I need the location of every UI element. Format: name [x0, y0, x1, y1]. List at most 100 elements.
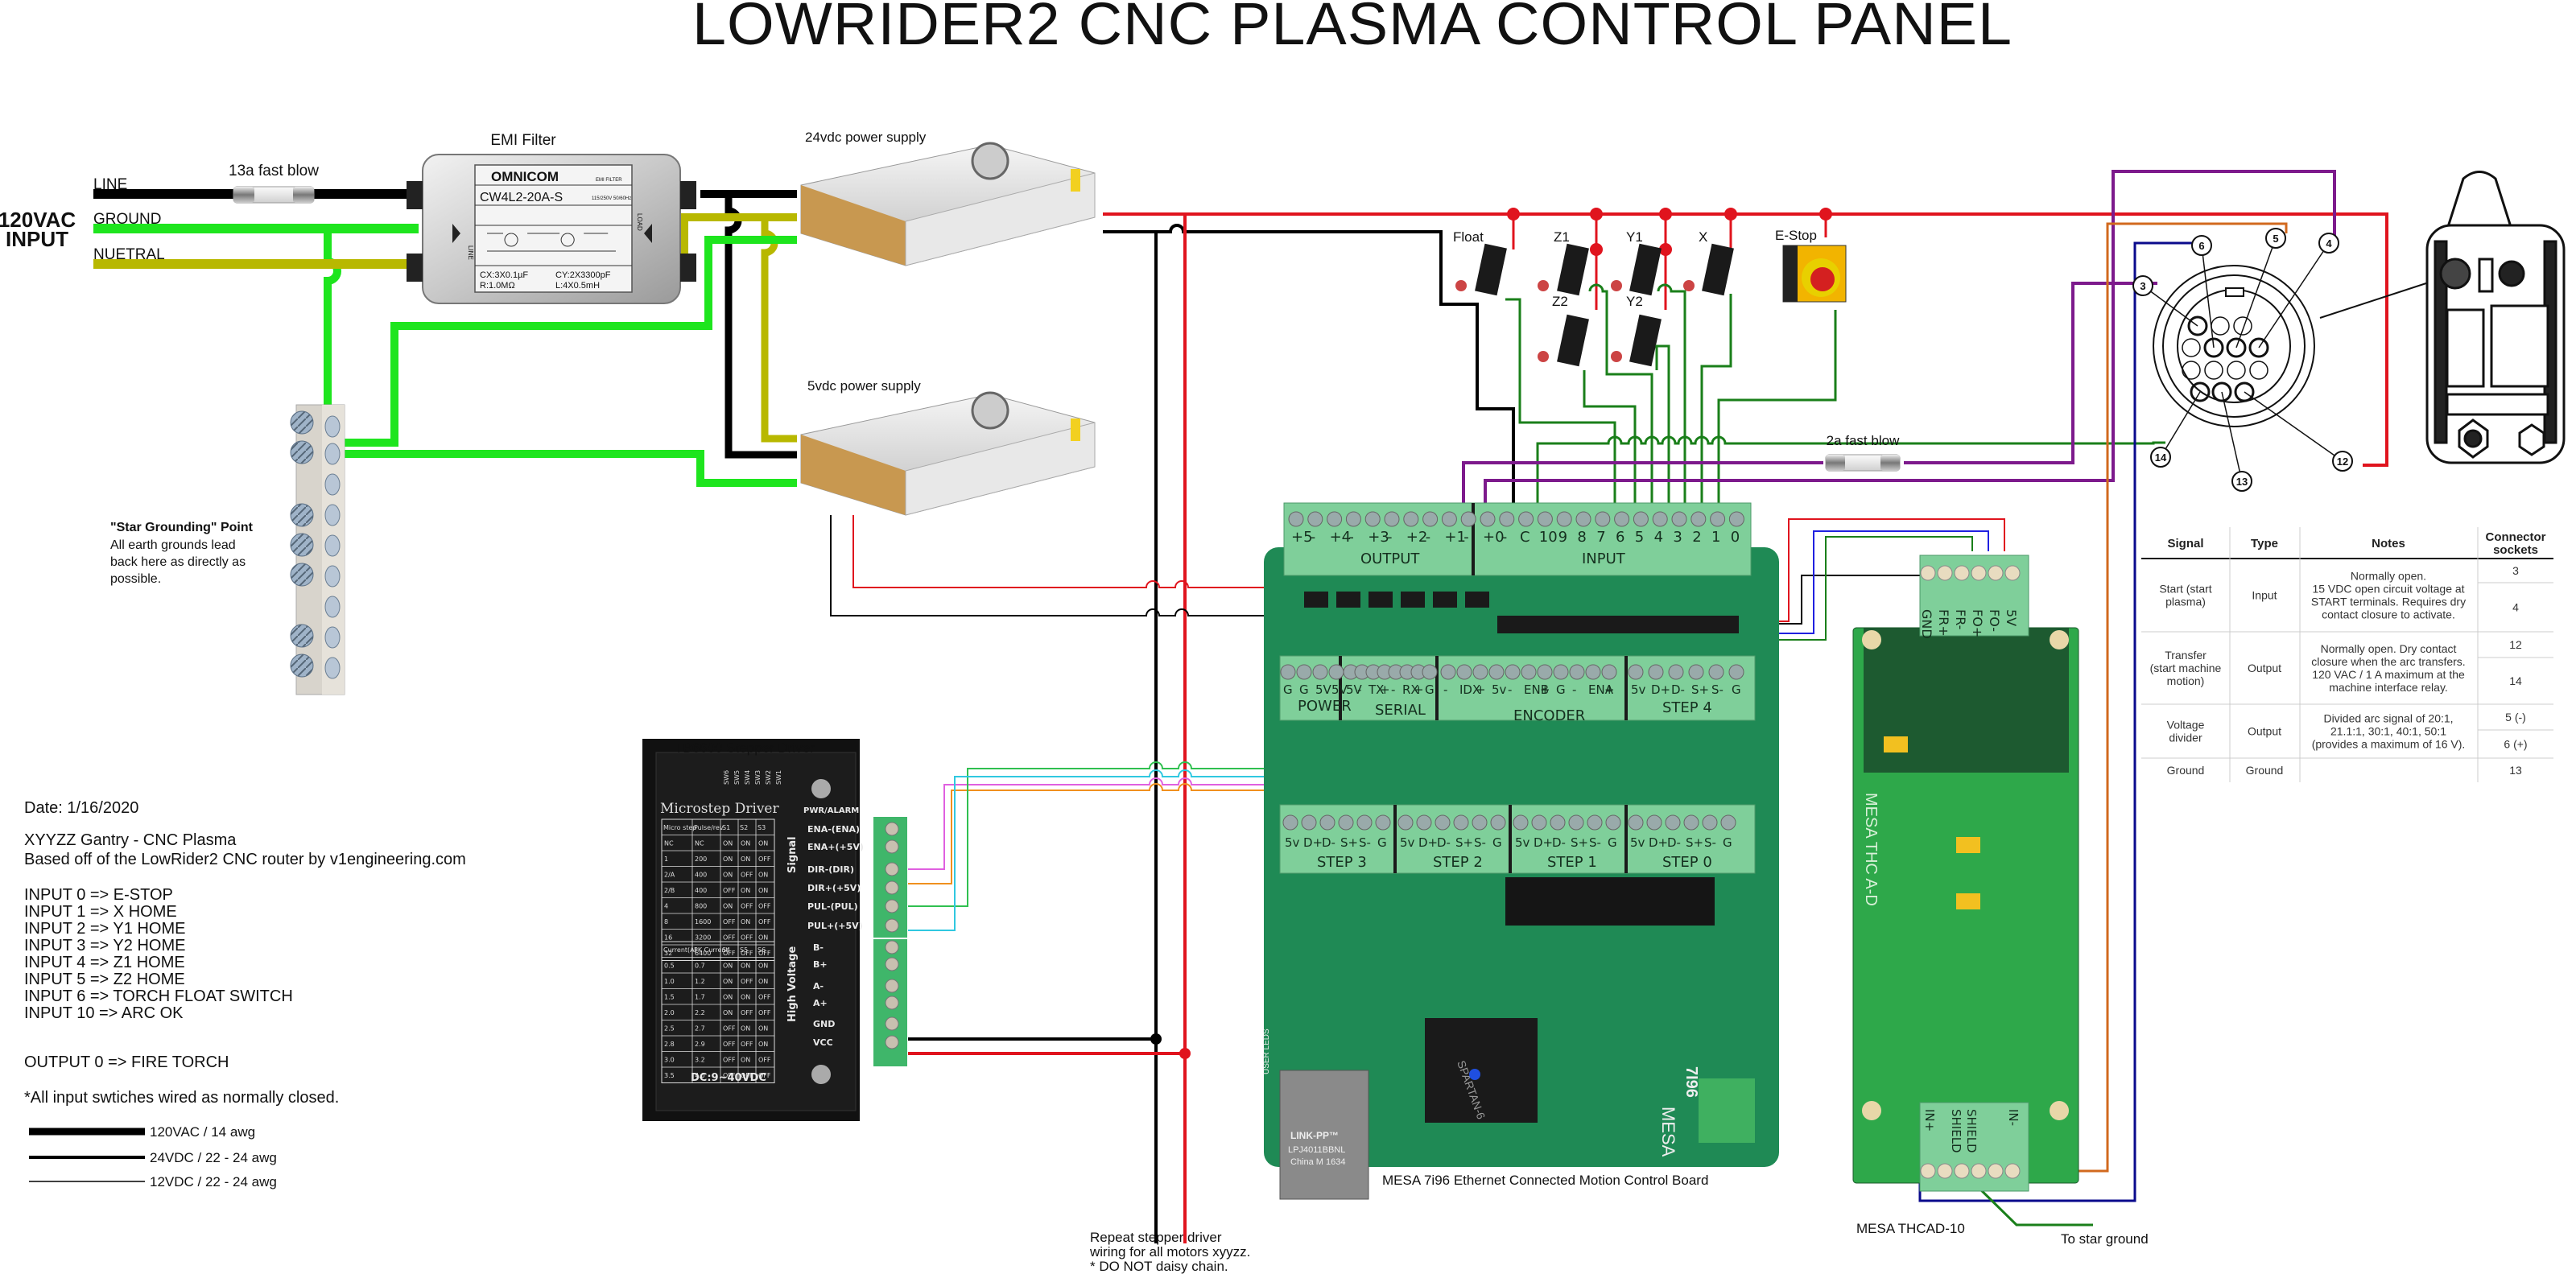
thcad-bottom-terminal: IN- [2006, 1109, 2021, 1126]
table-cell: 1.0 [664, 978, 675, 985]
terminal-screw [1665, 814, 1681, 831]
output-terminal-label: - [1311, 529, 1316, 546]
table-cell-type: Ground [2246, 764, 2284, 777]
mesa-caption: MESA 7i96 Ethernet Connected Motion Cont… [1382, 1173, 1708, 1188]
input-terminal-label: 5 [1635, 529, 1644, 546]
dc5-wiring [830, 515, 1321, 668]
input-terminal-label: 7 [1596, 529, 1605, 546]
repeat-note-2: wiring for all motors xyyzz. [1089, 1244, 1250, 1260]
terminal-screw [1441, 511, 1457, 527]
table-cell-notes: (provides a maximum of 16 V). [2312, 738, 2466, 751]
terminal-screw [1628, 664, 1644, 680]
terminal-screw [1720, 814, 1736, 831]
terminal-screw [1505, 664, 1521, 680]
switch-z2 [1538, 314, 1589, 367]
terminal-screw [1553, 664, 1569, 680]
table-cell: OFF [758, 1072, 771, 1079]
connector-socket [2226, 337, 2247, 358]
terminal-screw [1488, 664, 1505, 680]
mid-terminal-label: D- [1671, 682, 1685, 697]
page-title: LOWRIDER2 CNC PLASMA CONTROL PANEL [692, 0, 2013, 57]
step-terminal-label: D- [1437, 835, 1451, 850]
output-terminal-label: - [1426, 529, 1431, 546]
star-ground-line3: possible. [110, 572, 161, 586]
table-cell-type: Output [2248, 725, 2281, 738]
repeat-note-1: Repeat stepper driver [1090, 1230, 1222, 1245]
signal-table [2141, 527, 2553, 782]
step-terminal-label: S+ [1571, 835, 1588, 850]
connector-socket [2204, 361, 2223, 380]
step-terminal-label: S+ [1455, 835, 1473, 850]
step-terminal-label: S- [1704, 835, 1716, 850]
psu-5v-label: 5vdc power supply [807, 378, 921, 394]
mesa-top-terminal-screws [1288, 511, 1744, 527]
plasma-connector [2153, 265, 2432, 427]
input-terminal-label: 1 [1711, 529, 1720, 546]
mid-terminal-label: - [1443, 682, 1447, 697]
mesa-step4-label: STEP 4 [1662, 699, 1712, 716]
repeat-note-3: * DO NOT daisy chain. [1090, 1259, 1228, 1274]
mid-terminal-label: G [1556, 682, 1566, 697]
io-map-item: INPUT 5 => Z2 HOME [24, 971, 185, 988]
table-cell: 1.2 [695, 978, 705, 985]
pin-callout-circle [2231, 471, 2252, 492]
thcad-board [1852, 555, 2079, 1192]
terminal-screw [885, 1016, 899, 1031]
terminal-screw [1472, 814, 1488, 831]
table-cell: OFF [723, 934, 736, 942]
output-terminal-label: +5 [1291, 529, 1313, 546]
terminal-screw [1345, 511, 1361, 527]
star-ground-line1: All earth grounds lead [110, 538, 236, 552]
emi-side-line: LINE [467, 245, 474, 260]
table-cell-notes: 120 VAC / 1 A maximum at the [2312, 668, 2465, 681]
terminal-screw [1954, 565, 1970, 581]
switch-y2-label: Y2 [1626, 294, 1643, 309]
mid-terminal-label: - [1508, 682, 1512, 697]
step-terminal-label: G [1723, 835, 1732, 850]
legend-label-light: 12VDC / 22 - 24 awg [150, 1174, 277, 1189]
table-cell: ON [723, 856, 733, 863]
table-cell: NC [664, 840, 674, 847]
terminal-screw [1328, 664, 1344, 680]
switch-y1 [1611, 243, 1662, 296]
table-cell: OFF [723, 887, 736, 894]
terminal-screw [1971, 565, 1987, 581]
table-cell: OFF [723, 1057, 736, 1064]
table-header: sockets [2493, 543, 2538, 557]
emi-spec-l: L:4X0.5mH [555, 281, 600, 291]
pin-number: 6 [2198, 240, 2204, 252]
table-cell: 3.5 [664, 1072, 675, 1079]
table-cell: OFF [723, 918, 736, 926]
connector-socket [2203, 337, 2224, 358]
fpga-led [1469, 1069, 1480, 1080]
pin-leader-line [2221, 391, 2243, 482]
table-cell: ON [741, 856, 750, 863]
connector-socket [2211, 316, 2230, 336]
io-map-item: INPUT 1 => X HOME [24, 903, 177, 921]
signal-terminal-label: DIR-(DIR) [807, 864, 854, 875]
table-cell: OFF [758, 994, 771, 1001]
rj45-label-3: China M 1634 [1290, 1157, 1346, 1167]
terminal-screw [1601, 664, 1617, 680]
signal-terminal-label: ENA-(ENA) [807, 824, 860, 835]
mid-terminal-label: ENB [1524, 682, 1549, 697]
thcad-board-text: MESA THC A-D [1862, 793, 1880, 906]
emi-brand-sub: EMI FILTER [596, 178, 622, 183]
emi-spec-cy: CY:2X3300pF [555, 270, 611, 280]
table-cell-notes: contact closure to activate. [2322, 608, 2455, 621]
mid-terminal-label: 5v [1631, 682, 1646, 697]
terminal-screw [1531, 814, 1547, 831]
table-cell: 2.8 [664, 1041, 675, 1048]
table-cell-notes: START terminals. Requires dry [2311, 596, 2466, 608]
pin-number: 13 [2236, 476, 2248, 488]
rj45-label-1: LINK-PP™ [1290, 1130, 1339, 1141]
table-cell: 6400 [695, 950, 711, 957]
table-cell: 0.7 [695, 963, 705, 970]
terminal-screw [885, 918, 899, 933]
fuse-13a-label: 13a fast blow [229, 163, 319, 179]
emi-model: CW4L2-20A-S [480, 191, 563, 204]
table-cell-signal: Start (start [2159, 583, 2211, 596]
pin-leader-line [2258, 242, 2330, 348]
